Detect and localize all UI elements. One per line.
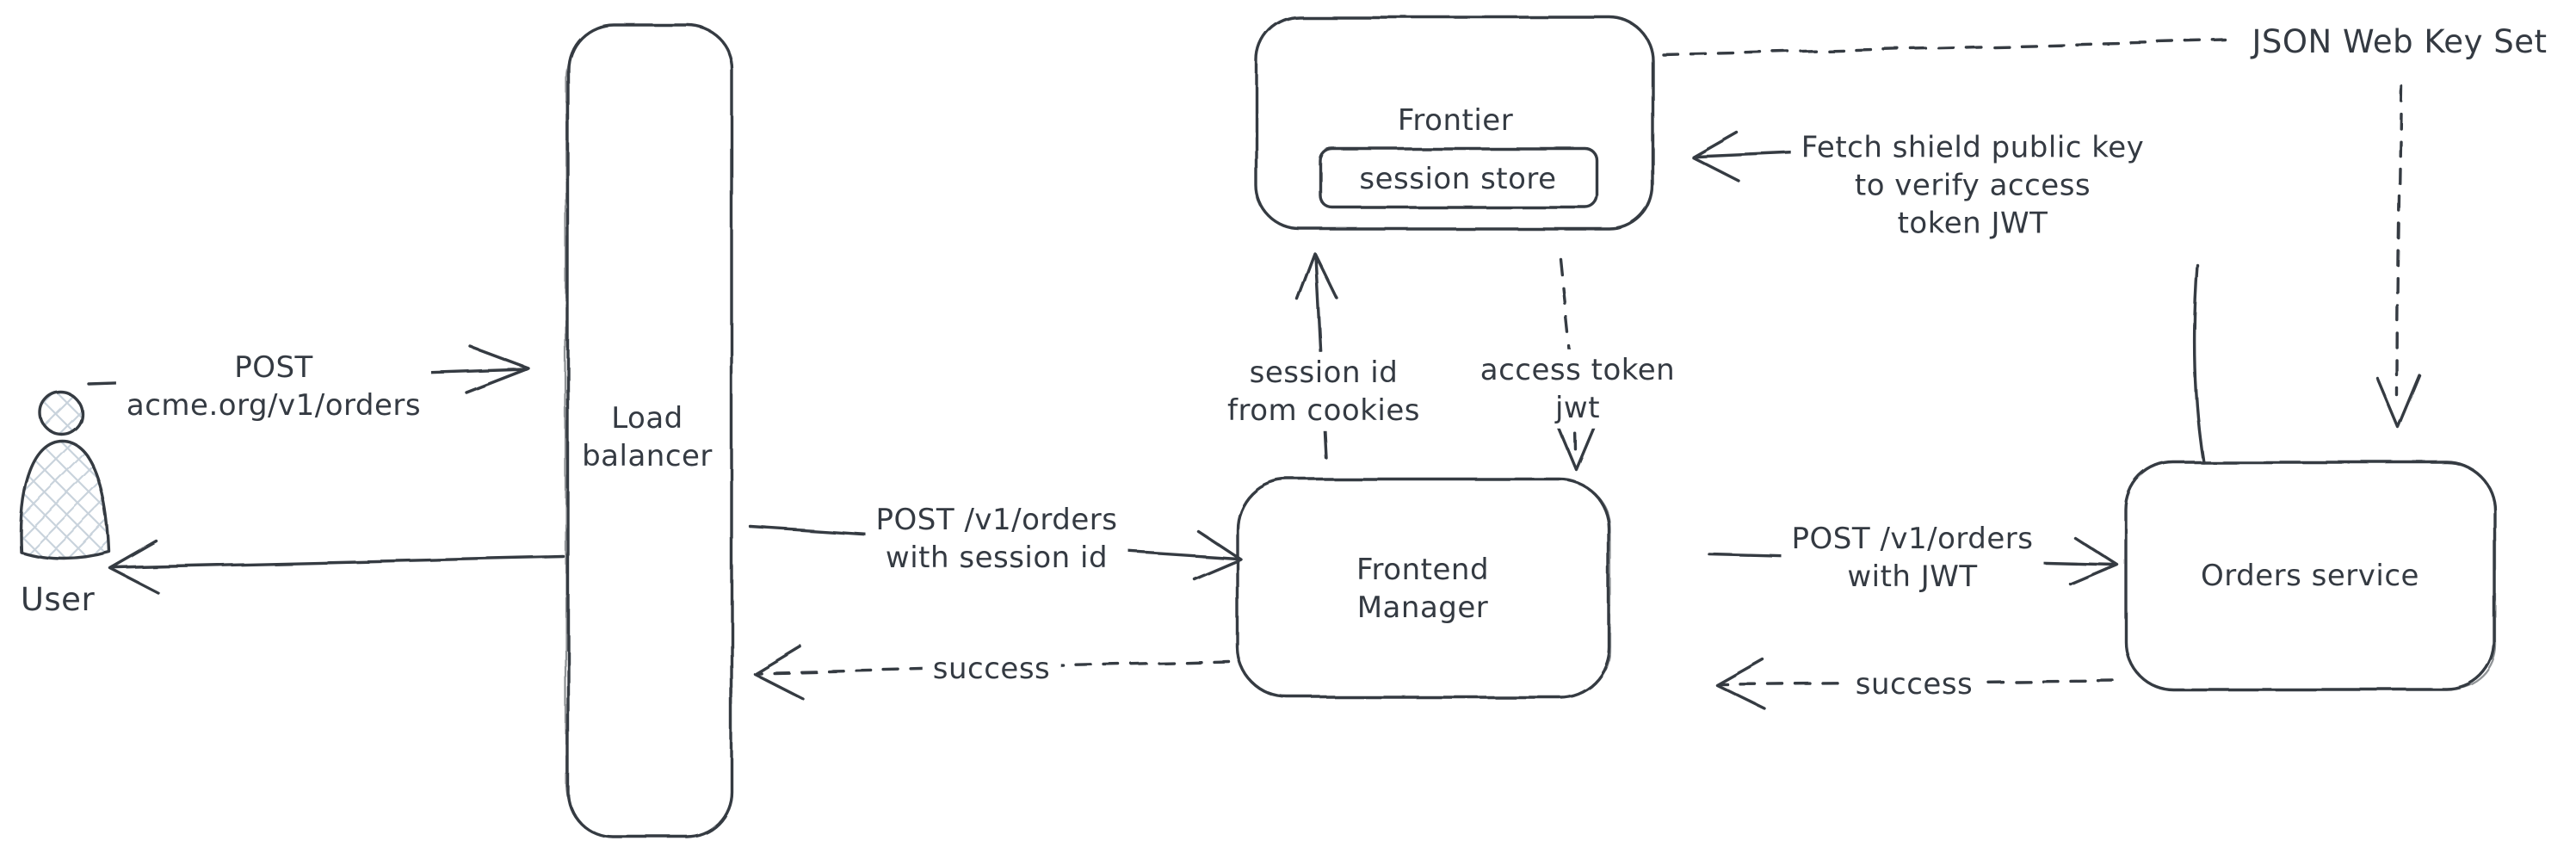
user-icon-head — [39, 391, 83, 436]
label-frontier-to-fm: access token jwt — [1469, 349, 1686, 430]
load-balancer-box — [566, 22, 733, 838]
label-fm-to-frontier-line2: from cookies — [1227, 393, 1420, 428]
label-fm-to-lb-success: success — [922, 647, 1061, 690]
jwks-label-text: JSON Web Key Set — [2252, 22, 2548, 60]
label-fm-to-frontier: session id from cookies — [1217, 351, 1430, 432]
label-fm-to-orders: POST /v1/orders with JWT — [1781, 517, 2044, 598]
jwks-label: JSON Web Key Set — [2241, 19, 2558, 65]
label-orders-to-fm-success: success — [1844, 663, 1984, 706]
arrowhead-lb-to-user — [108, 540, 160, 595]
label-lb-to-fm-line1: POST /v1/orders — [875, 502, 1118, 537]
frontend-manager-label: Frontend Manager — [1356, 551, 1489, 627]
session-store-box — [1319, 147, 1599, 209]
arrowhead-fm-to-lb — [753, 645, 804, 700]
arrow-frontier-to-jwks — [1661, 39, 2227, 56]
load-balancer-label: Load balancer — [582, 399, 713, 475]
orders-service-box — [2124, 461, 2496, 691]
label-orders-to-frontier-line3: token JWT — [1897, 207, 2048, 242]
arrowhead-frontier-to-fm — [1554, 418, 1598, 471]
label-orders-to-fm-success-text: success — [1855, 666, 1974, 702]
label-frontier-to-fm-line2: jwt — [1554, 391, 1601, 425]
label-fm-to-orders-line1: POST /v1/orders — [1791, 521, 2034, 556]
arrowhead-lb-to-fm — [1193, 529, 1243, 581]
arrow-lb-to-user — [113, 555, 565, 569]
frontend-manager-label-line2: Manager — [1356, 590, 1489, 625]
label-orders-to-frontier-line1: Fetch shield public key — [1801, 130, 2145, 165]
label-lb-to-fm-line2: with session id — [885, 541, 1109, 575]
frontend-manager-box — [1236, 478, 1611, 699]
arrowhead-orders-to-frontier — [1691, 131, 1740, 182]
label-frontier-to-fm-line1: access token — [1480, 352, 1676, 387]
arrow-orders-to-frontier-shaft — [1696, 151, 1797, 158]
arrowhead-user-to-lb — [465, 345, 530, 394]
session-store-label-text: session store — [1359, 161, 1557, 196]
label-lb-to-fm: POST /v1/orders with session id — [865, 498, 1128, 579]
arrowhead-jwks-to-orders — [2376, 374, 2422, 430]
orders-service-label: Orders service — [2201, 557, 2419, 595]
label-user-to-lb-line2: acme.org/v1/orders — [126, 388, 422, 423]
load-balancer-label-line1: Load — [611, 400, 683, 436]
arrowhead-fm-to-frontier — [1296, 252, 1338, 301]
sketch-primary-layer — [18, 15, 2496, 838]
label-orders-to-frontier: Fetch shield public key to verify access… — [1790, 127, 2155, 245]
frontier-label-text: Frontier — [1397, 102, 1514, 138]
arrowhead-orders-to-fm — [1715, 658, 1766, 710]
user-label-text: User — [20, 580, 96, 618]
load-balancer-label-line2: balancer — [582, 439, 713, 473]
label-fm-to-frontier-line1: session id — [1249, 355, 1399, 390]
user-label: User — [21, 579, 95, 621]
label-fm-to-orders-line2: with JWT — [1847, 560, 1978, 594]
frontend-manager-label-line1: Frontend — [1356, 552, 1490, 587]
label-user-to-lb-line1: POST — [234, 349, 313, 385]
arrow-orders-to-frontier-stem — [2192, 263, 2205, 464]
frontier-label: Frontier — [1398, 102, 1513, 139]
arrowhead-fm-to-orders — [2069, 535, 2119, 586]
label-user-to-lb: POST acme.org/v1/orders — [115, 346, 432, 427]
arrow-jwks-to-orders — [2396, 84, 2403, 398]
label-orders-to-frontier-line2: to verify access — [1854, 168, 2091, 203]
label-fm-to-lb-success-text: success — [932, 651, 1051, 686]
user-icon-body — [18, 439, 111, 560]
session-store-label: session store — [1359, 160, 1556, 198]
orders-service-label-text: Orders service — [2201, 558, 2419, 593]
